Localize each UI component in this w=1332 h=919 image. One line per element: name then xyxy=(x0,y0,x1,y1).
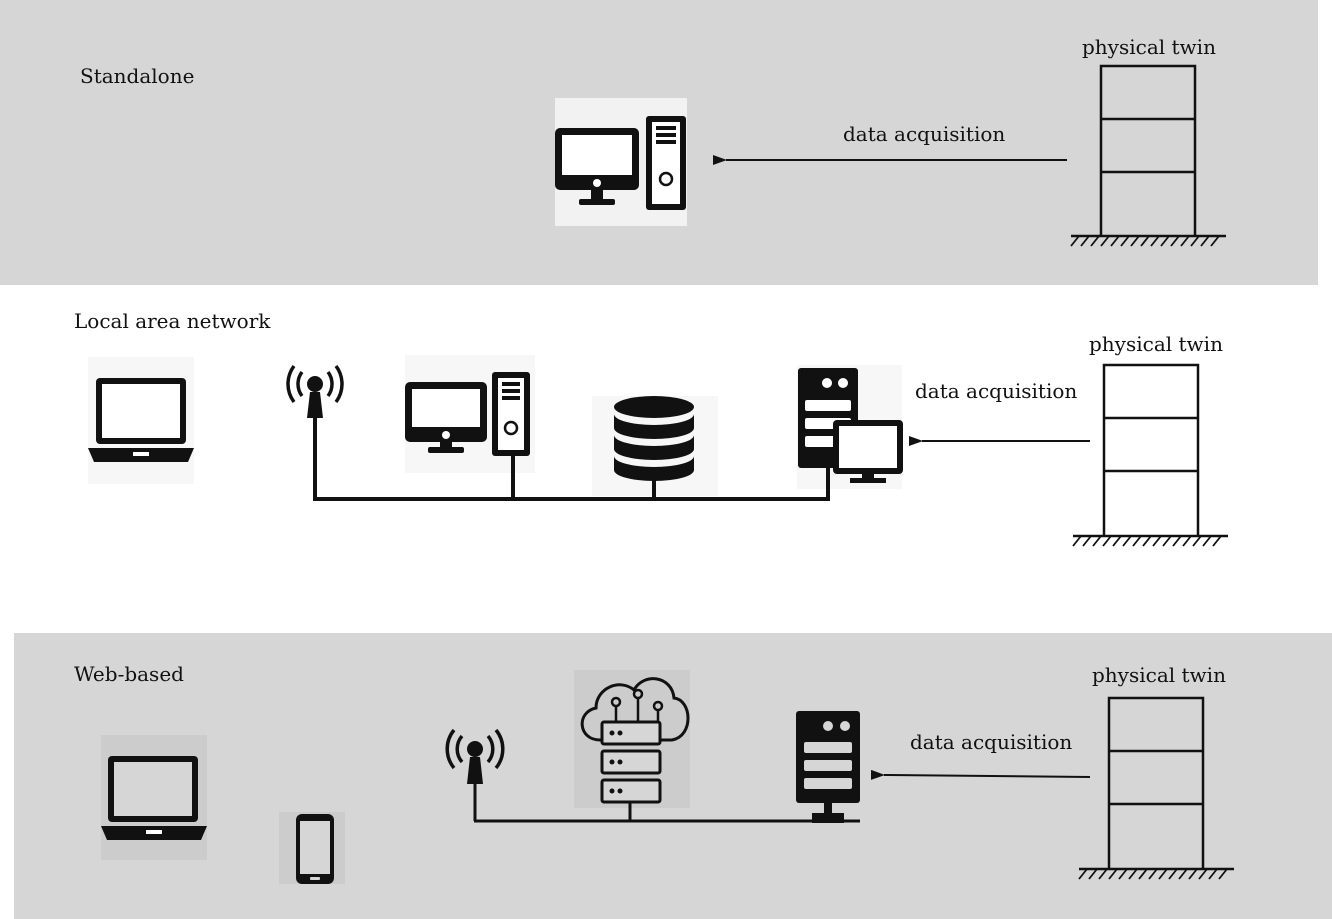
lan-monitor-icon xyxy=(833,420,903,483)
lan-database-icon xyxy=(592,396,718,496)
lan-data-acquisition-label: data acquisition xyxy=(915,379,1078,403)
web-data-acquisition-label: data acquisition xyxy=(910,730,1073,754)
web-smartphone-icon xyxy=(279,812,345,884)
lan-title: Local area network xyxy=(74,309,271,333)
lan-network-lines xyxy=(313,416,830,501)
lan-antenna-icon xyxy=(286,364,344,418)
web-server-icon xyxy=(796,711,860,823)
web-title: Web-based xyxy=(74,662,184,686)
web-cloud-server-icon xyxy=(574,670,690,808)
standalone-data-acquisition-label: data acquisition xyxy=(843,122,1006,146)
standalone-title: Standalone xyxy=(80,64,195,88)
standalone-physical-twin-label: physical twin xyxy=(1082,35,1216,59)
lan-physical-twin-label: physical twin xyxy=(1089,332,1223,356)
standalone-building-frame-icon xyxy=(1070,64,1226,247)
web-antenna-icon xyxy=(445,728,505,784)
web-data-acquisition-arrow xyxy=(870,769,1091,780)
standalone-desktop-computer-icon xyxy=(555,98,687,226)
lan-building-frame-icon xyxy=(1072,363,1228,547)
web-physical-twin-label: physical twin xyxy=(1092,663,1226,687)
web-laptop-icon xyxy=(101,735,207,860)
lan-desktop-computer-icon xyxy=(405,355,535,473)
web-network-lines xyxy=(473,782,860,823)
lan-laptop-icon xyxy=(88,357,194,484)
web-building-frame-icon xyxy=(1078,696,1234,880)
